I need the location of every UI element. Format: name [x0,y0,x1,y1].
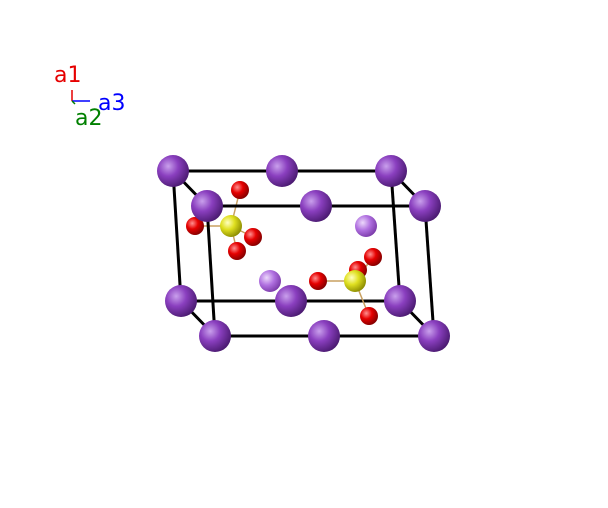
o-atom[interactable] [364,248,382,266]
na-atom[interactable] [275,285,307,317]
o-atom[interactable] [360,307,378,325]
axis-indicator [71,90,90,105]
cell-edge [389,170,402,302]
cell-edge [171,170,183,302]
na-atom[interactable] [165,285,197,317]
axis-label-a3: a3 [98,91,126,116]
cell-edge [205,205,217,337]
na-atoms-back [157,155,416,317]
o-atom[interactable] [231,181,249,199]
na-atom[interactable] [199,320,231,352]
o-atom[interactable] [244,228,262,246]
o-atom[interactable] [186,217,204,235]
na-atom[interactable] [191,190,223,222]
na-atom[interactable] [384,285,416,317]
axis-label-a1: a1 [54,63,82,88]
na-atom[interactable] [308,320,340,352]
na-atoms-front [191,190,450,352]
na-atoms-interior [259,215,377,292]
o-atom[interactable] [309,272,327,290]
na-atom[interactable] [259,270,281,292]
na-atom[interactable] [409,190,441,222]
na-atom[interactable] [355,215,377,237]
sulfate-group [186,181,262,260]
o-atom[interactable] [228,242,246,260]
a2-axis-line [71,100,76,105]
cell-edge [423,205,436,337]
na-atom[interactable] [300,190,332,222]
axis-label-a2: a2 [75,106,103,131]
na-atom[interactable] [375,155,407,187]
s-atom[interactable] [220,215,242,237]
s-atom[interactable] [344,270,366,292]
na-atom[interactable] [266,155,298,187]
sulfate-group [309,248,382,325]
na-atom[interactable] [157,155,189,187]
na-atom[interactable] [418,320,450,352]
